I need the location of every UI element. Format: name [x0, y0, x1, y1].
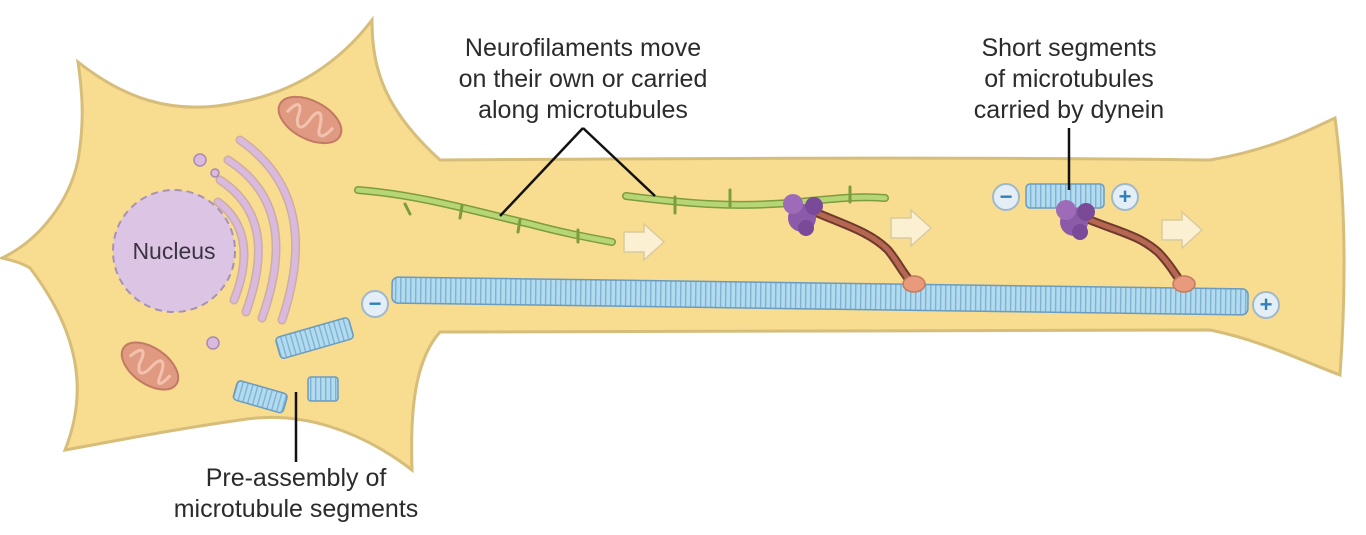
plus-end-icon: + [1252, 291, 1280, 319]
transport-arrow-icon [1161, 210, 1204, 250]
plus-sign: + [1260, 292, 1273, 317]
long-microtubule [391, 276, 1249, 316]
label-line: Neurofilaments move [464, 34, 702, 62]
transport-arrow-icon [623, 222, 666, 262]
label-line: on their own or carried [458, 65, 708, 93]
label-line: carried by dynein [973, 96, 1165, 124]
vesicle [206, 336, 220, 350]
minus-sign: − [1000, 184, 1013, 209]
neurofilament [354, 186, 616, 246]
vesicle [193, 153, 207, 167]
leader-line [499, 127, 656, 217]
label-line: of microtubules [984, 65, 1154, 93]
pre-assembly-label: Pre-assembly of microtubule segments [150, 463, 442, 525]
nucleus [112, 189, 236, 313]
plus-sign: + [1119, 184, 1132, 209]
transport-arrow-icon [890, 208, 933, 248]
vesicle [210, 168, 220, 178]
short-segments-label: Short segments of microtubules carried b… [944, 33, 1194, 126]
neurofilaments-label: Neurofilaments move on their own or carr… [433, 33, 733, 126]
golgi-apparatus [213, 135, 301, 325]
mitochondrion [120, 341, 180, 391]
plus-end-icon: + [1111, 183, 1139, 211]
microtubule-segment [275, 317, 354, 359]
nucleus-label: Nucleus [132, 238, 216, 264]
minus-end-icon: − [992, 183, 1020, 211]
mitochondrion [277, 95, 343, 145]
dynein-motor [783, 194, 926, 293]
label-line: along microtubules [478, 96, 688, 124]
label-line: microtubule segments [173, 495, 419, 523]
label-line: Short segments [981, 34, 1157, 62]
minus-sign: − [369, 291, 382, 316]
dynein-motor [1056, 200, 1196, 293]
microtubule-segment [307, 376, 339, 402]
microtubule-segment [232, 380, 288, 414]
label-line: Pre-assembly of [205, 464, 387, 492]
minus-end-icon: − [361, 290, 389, 318]
